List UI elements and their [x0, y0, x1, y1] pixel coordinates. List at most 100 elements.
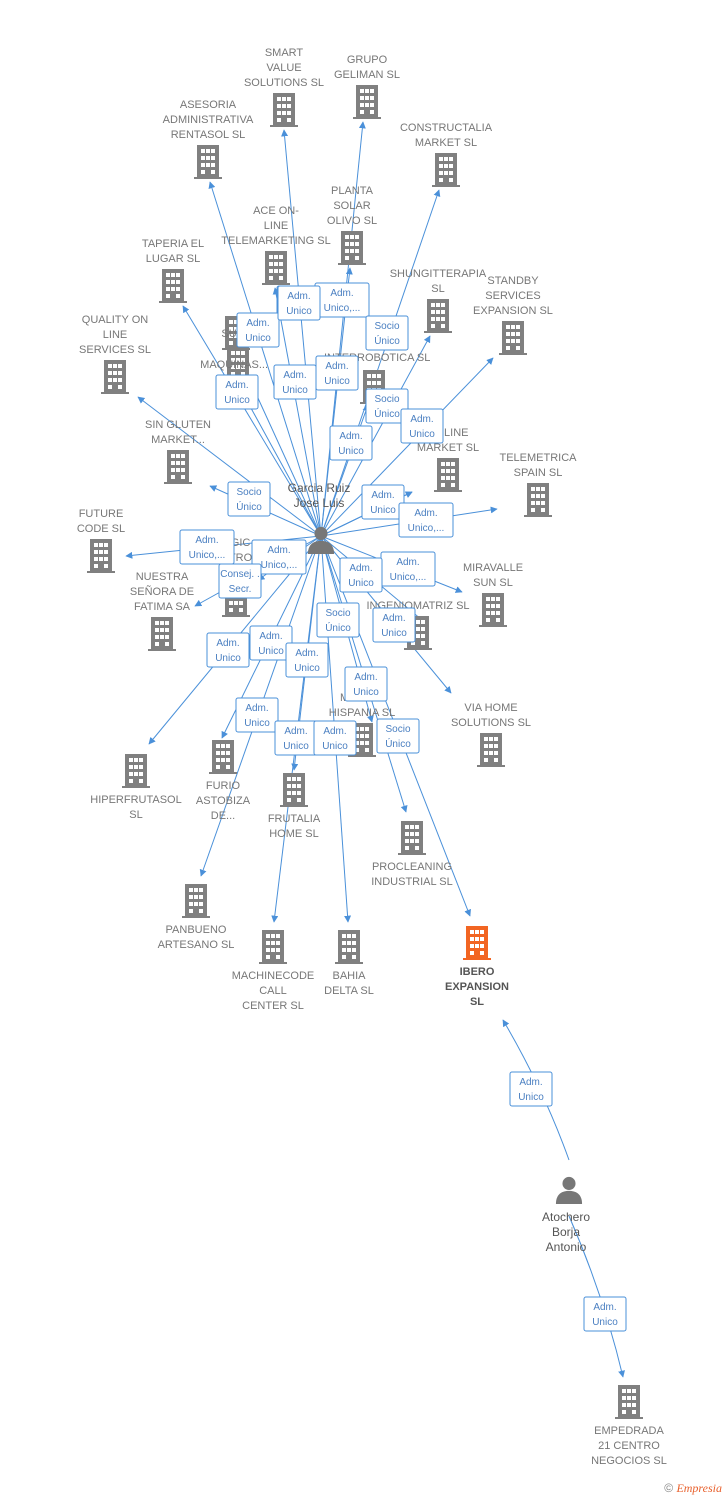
edge-label-garcia-magic[interactable]: Adm.Unico,... [251, 539, 307, 575]
edge-label-garcia-bahia[interactable]: Adm.Unico [313, 720, 357, 756]
building-icon [338, 231, 366, 265]
edge-label-garcia-quality[interactable]: Adm. Unico [215, 374, 259, 410]
edge-label-line: Adm. [216, 638, 239, 649]
edge-label-line: Socio [236, 487, 261, 498]
edge-label-garcia-procleaning[interactable]: Adm.Unico [344, 666, 388, 702]
person-name: Jose Luis [294, 496, 345, 510]
company-name: ASESORIA [180, 99, 237, 111]
company-name: CODE SL [77, 523, 125, 535]
edge-label-garcia-planta[interactable]: Adm.Unico [315, 355, 359, 391]
building-icon [477, 733, 505, 767]
company-name: MARKET... [151, 434, 205, 446]
edge-label-line: Unico [409, 429, 435, 440]
edge-label-garcia-frutalia[interactable]: Adm.Unico [285, 642, 329, 678]
edge-label-garcia-standby[interactable]: Adm.Unico [400, 408, 444, 444]
empresia-logo[interactable]: Empresia [676, 1481, 722, 1495]
company-node-singluten[interactable]: SIN GLUTEN MARKET... [145, 419, 211, 484]
company-name: PLANTA [331, 185, 374, 197]
building-icon [398, 821, 426, 855]
edge-label-garcia-telemetrica[interactable]: Adm.Unico,... [398, 502, 454, 538]
edge-label-line: Adm. [225, 380, 248, 391]
edge-label-line: Adm. [246, 318, 269, 329]
edge-label-atochero-ibero[interactable]: Adm.Unico [509, 1071, 553, 1107]
company-node-maquinas[interactable]: MAQUINAS... [200, 347, 268, 381]
edge-label-garcia-asesoria[interactable]: Adm.Unico [236, 312, 280, 348]
edge-label-atochero-empedrada[interactable]: Adm.Unico [583, 1296, 627, 1332]
company-name: INDUSTRIAL SL [371, 876, 453, 888]
edge-label-line: Unico [592, 1317, 618, 1328]
person-name: Garcia Ruiz [288, 481, 351, 495]
edge-label-line: Unico,... [390, 572, 427, 583]
edge-label-line: Adm. [354, 672, 377, 683]
edge-label-garcia-online[interactable]: Adm.Unico [361, 484, 405, 520]
edge-label-garcia-miravalle[interactable]: Adm.Unico,... [380, 551, 436, 587]
edge-label-garcia-taperia[interactable]: Adm.Unico [273, 364, 317, 400]
company-name: DELTA SL [324, 985, 374, 997]
company-name: LINE [264, 220, 288, 232]
company-node-procleaning[interactable]: PROCLEANING INDUSTRIAL SL [371, 821, 453, 888]
edge-label-garcia-ace[interactable]: Adm. Unico [277, 285, 321, 321]
building-icon [463, 926, 491, 960]
edge-label-line: Único [374, 407, 400, 420]
edge-label-line: Unico [324, 376, 350, 387]
company-node-furio[interactable]: FURIOASTOBIZADE... [196, 740, 251, 822]
edge-label-line: Único [374, 334, 400, 347]
company-name: ADMINISTRATIVA [163, 114, 254, 126]
edge-label-line: Adm. [371, 490, 394, 501]
edge-label-line: Unico [224, 395, 250, 406]
edge-label-line: Unico,... [324, 303, 361, 314]
company-name: NEGOCIOS SL [591, 1455, 667, 1467]
building-icon [434, 458, 462, 492]
company-name: PROCLEANING [372, 861, 452, 873]
edge-label-line: Unico [348, 578, 374, 589]
edge-label-garcia-geliman[interactable]: Adm.Unico,... [314, 282, 370, 318]
edge-label-garcia-interrobotica[interactable]: Adm.Unico [329, 425, 373, 461]
company-name: SIN GLUTEN [145, 419, 211, 431]
company-name: SMART [265, 47, 304, 59]
edge-label-garcia-nuestra[interactable]: Consej. .Secr. [218, 563, 262, 599]
edge-label-garcia-panbueno[interactable]: Adm.Unico [235, 697, 279, 733]
edge-label-garcia-future[interactable]: Adm.Unico,... [179, 529, 235, 565]
edge-label-garcia-machinecode[interactable]: Adm.Unico [274, 720, 318, 756]
edge-label-line: Consej. . [220, 569, 259, 580]
edge-garcia-quality [137, 396, 322, 537]
edge-label-garcia-viahome[interactable]: Adm.Unico [372, 607, 416, 643]
edge-label-line: Adm. [287, 291, 310, 302]
edge-label-line: Unico [286, 306, 312, 317]
edge-label-garcia-ingenio[interactable]: Adm.Unico [339, 557, 383, 593]
company-name: ARTESANO SL [158, 939, 235, 951]
edge-label-garcia-hiperfrutasol[interactable]: Adm.Unico [206, 632, 250, 668]
company-name: SOLUTIONS SL [451, 717, 531, 729]
building-icon [615, 1385, 643, 1419]
